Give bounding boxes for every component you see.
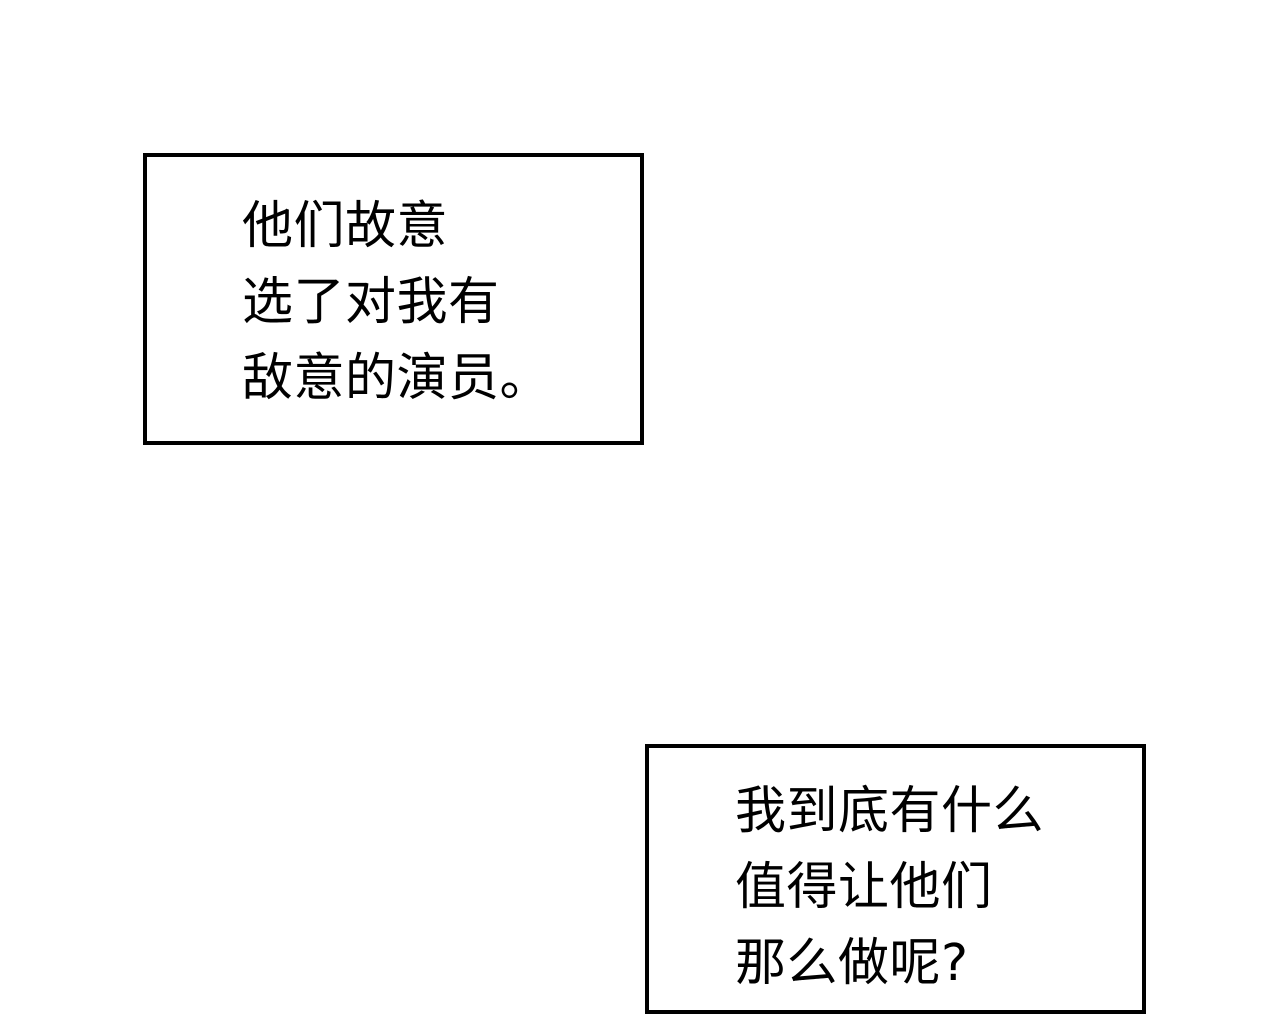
caption-line: 那么做呢? xyxy=(735,934,969,993)
caption-line: 选了对我有 xyxy=(242,273,500,332)
caption-line: 值得让他们 xyxy=(735,858,993,917)
caption-box-2: 我到底有什么 值得让他们 那么做呢? xyxy=(645,744,1146,1014)
caption-line: 他们故意 xyxy=(242,197,449,256)
caption-line: 敌意的演员。 xyxy=(242,349,552,408)
caption-box-1: 他们故意 选了对我有 敌意的演员。 xyxy=(143,153,644,445)
caption-line: 我到底有什么 xyxy=(735,782,1045,841)
